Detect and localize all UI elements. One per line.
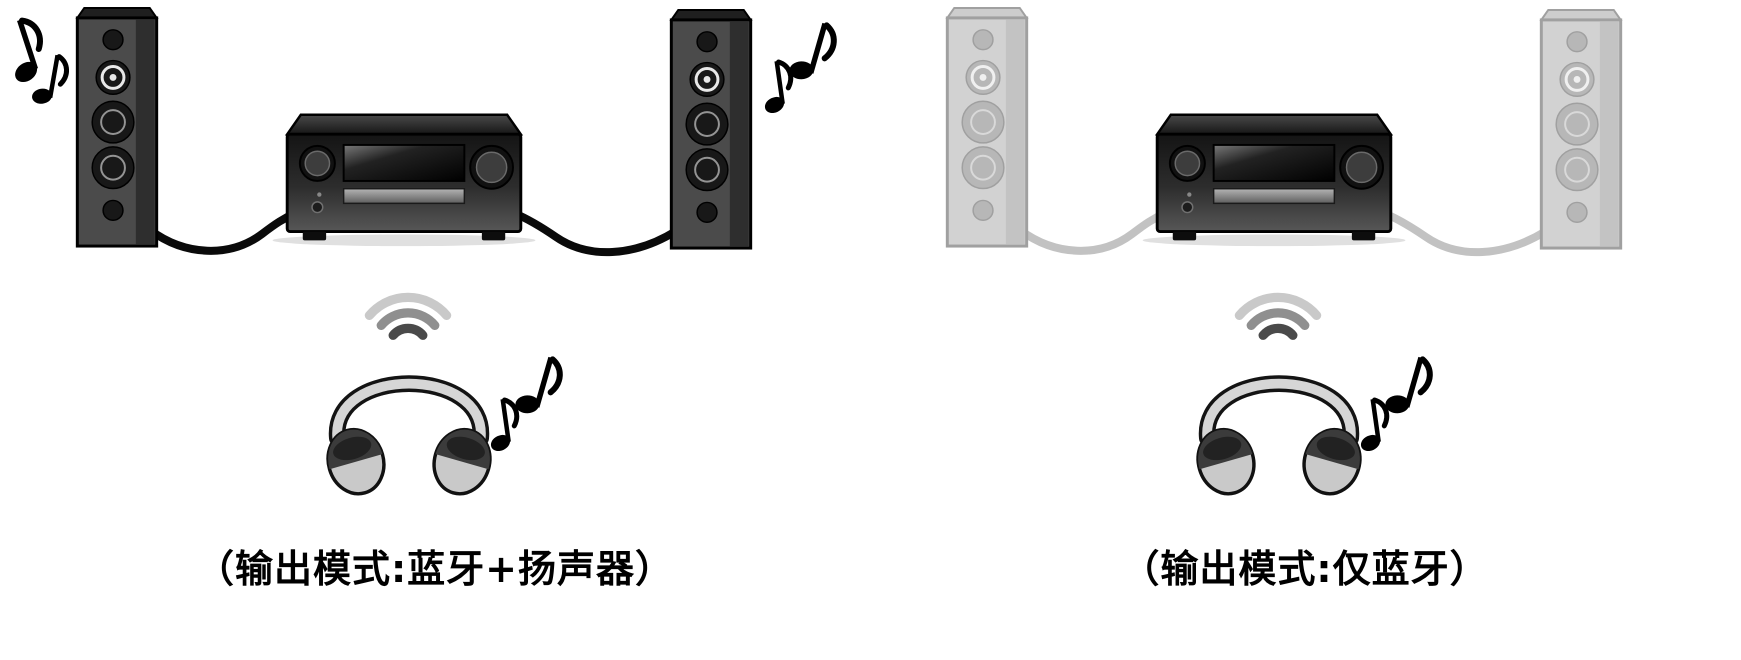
panel-bluetooth-only: （输出模式:仅蓝牙） — [870, 0, 1740, 660]
panel-bluetooth-plus-speakers: （输出模式:蓝牙+扬声器） — [0, 0, 870, 660]
scene-bluetooth-plus-speakers — [0, 0, 870, 510]
scene-bluetooth-only — [870, 0, 1740, 510]
output-mode-caption: （输出模式:仅蓝牙） — [1121, 547, 1489, 591]
output-mode-caption: （输出模式:蓝牙+扬声器） — [195, 547, 675, 591]
